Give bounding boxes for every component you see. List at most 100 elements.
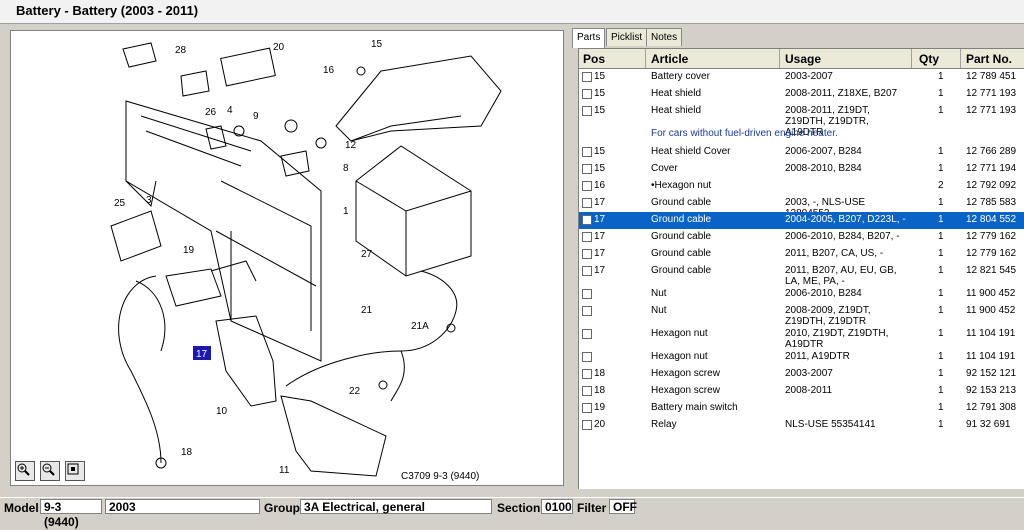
callout-17-highlight[interactable] <box>193 346 211 360</box>
callout-21a[interactable]: 21A <box>411 321 429 332</box>
part-cell: 12 766 289 <box>966 146 1017 157</box>
usage-cell: 2010, Z19DT, Z19DTH, A19DTR <box>785 328 889 350</box>
tab-picklist[interactable]: Picklist <box>606 28 648 46</box>
article-cell: Nut <box>651 305 667 316</box>
row-checkbox[interactable] <box>582 147 592 157</box>
row-checkbox[interactable] <box>582 215 592 225</box>
row-checkbox[interactable] <box>582 369 592 379</box>
row-checkbox[interactable] <box>582 289 592 299</box>
row-checkbox[interactable] <box>582 329 592 339</box>
callout-28[interactable]: 28 <box>175 45 187 56</box>
callout-25[interactable]: 25 <box>114 198 126 209</box>
zoom-in-icon <box>17 463 30 476</box>
row-checkbox[interactable] <box>582 420 592 430</box>
callout-18[interactable]: 18 <box>181 447 193 458</box>
row-checkbox[interactable] <box>582 232 592 242</box>
callout-17[interactable]: 17 <box>196 349 208 360</box>
tab-parts[interactable]: Parts <box>572 28 606 48</box>
row-checkbox[interactable] <box>582 164 592 174</box>
zoom-in-button[interactable] <box>15 461 35 481</box>
qty-cell: 1 <box>938 368 944 379</box>
callout-3[interactable]: 3 <box>146 195 152 206</box>
usage-cell: 2011, B207, AU, EU, GB, LA, ME, PA, - <box>785 265 897 287</box>
usage-cell: 2008-2010, B284 <box>785 163 862 174</box>
callout-8[interactable]: 8 <box>343 163 349 174</box>
qty-cell: 1 <box>938 305 944 316</box>
part-cell: 12 771 193 <box>966 88 1017 99</box>
exploded-view-drawing: 28 20 15 16 26 4 9 12 8 3 25 1 19 27 21 … <box>110 39 502 477</box>
article-cell: Cover <box>651 163 678 174</box>
row-checkbox[interactable] <box>582 249 592 259</box>
callout-4[interactable]: 4 <box>227 105 233 116</box>
part-cell: 11 104 191 <box>966 328 1016 339</box>
callout-11[interactable]: 11 <box>279 465 290 476</box>
section-field[interactable]: 0100 <box>541 499 573 514</box>
pos-cell: 15 <box>594 71 606 82</box>
row-checkbox[interactable] <box>582 181 592 191</box>
qty-cell: 1 <box>938 402 944 413</box>
callout-27[interactable]: 27 <box>361 249 373 260</box>
callout-12[interactable]: 12 <box>345 140 357 151</box>
callout-21[interactable]: 21 <box>361 305 373 316</box>
model-field[interactable]: 9-3 (9440) <box>40 499 102 529</box>
pos-cell: 15 <box>594 146 606 157</box>
callout-15[interactable]: 15 <box>371 39 383 50</box>
row-checkbox[interactable] <box>582 89 592 99</box>
callout-19[interactable]: 19 <box>183 245 195 256</box>
callout-20[interactable]: 20 <box>273 42 285 53</box>
usage-cell: 2006-2010, B284 <box>785 288 862 299</box>
row-checkbox[interactable] <box>582 403 592 413</box>
year-field[interactable]: 2003 <box>105 499 260 514</box>
col-usage[interactable]: Usage <box>785 52 822 66</box>
callout-1[interactable]: 1 <box>343 206 349 217</box>
row-checkbox[interactable] <box>582 386 592 396</box>
filter-field[interactable]: OFF <box>609 499 637 514</box>
article-cell: Ground cable <box>651 214 712 225</box>
callout-26[interactable]: 26 <box>205 107 217 118</box>
col-article[interactable]: Article <box>651 52 689 66</box>
group-field[interactable]: 3A Electrical, general <box>300 499 492 514</box>
part-cell: 12 785 583 <box>966 197 1017 208</box>
col-qty[interactable]: Qty <box>919 52 940 66</box>
row-checkbox[interactable] <box>582 198 592 208</box>
callout-22[interactable]: 22 <box>349 386 361 397</box>
row-checkbox[interactable] <box>582 266 592 276</box>
callout-9[interactable]: 9 <box>253 111 259 122</box>
article-cell: Ground cable <box>651 231 712 242</box>
col-pos[interactable]: Pos <box>583 52 606 66</box>
article-cell: Ground cable <box>651 197 712 208</box>
fit-button[interactable] <box>65 461 85 481</box>
col-part-no[interactable]: Part No. <box>966 52 1013 66</box>
row-checkbox[interactable] <box>582 106 592 116</box>
row-checkbox[interactable] <box>582 352 592 362</box>
parts-diagram[interactable]: 28 20 15 16 26 4 9 12 8 3 25 1 19 27 21 … <box>10 30 564 486</box>
callout-16[interactable]: 16 <box>323 65 335 76</box>
tab-notes[interactable]: Notes <box>646 28 683 46</box>
row-checkbox[interactable] <box>582 306 592 316</box>
article-cell: Ground cable <box>651 248 712 259</box>
part-cell: 12 779 162 <box>966 231 1017 242</box>
row-checkbox[interactable] <box>582 72 592 82</box>
callout-10[interactable]: 10 <box>216 406 228 417</box>
zoom-out-button[interactable] <box>40 461 60 481</box>
